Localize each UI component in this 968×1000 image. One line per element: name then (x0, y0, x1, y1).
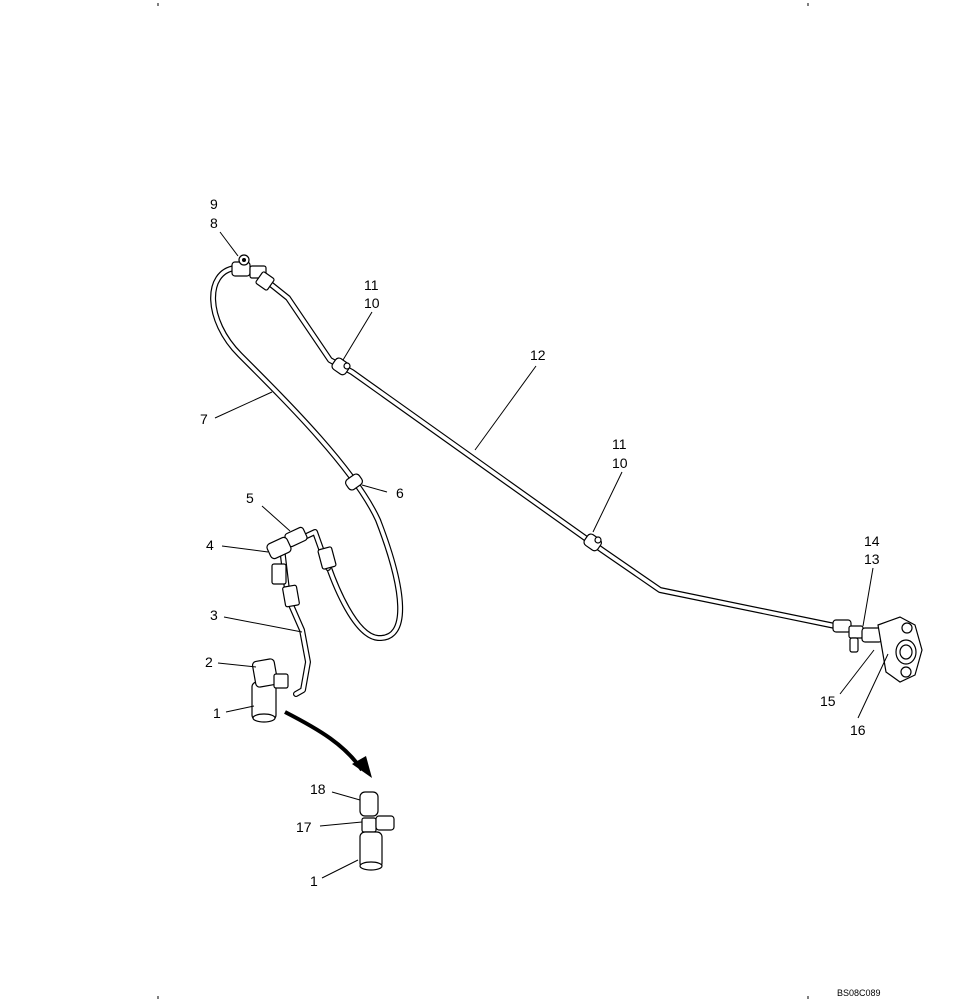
callout-3: 3 (210, 607, 218, 623)
callout-15: 15 (820, 693, 836, 709)
callout-7: 7 (200, 411, 208, 427)
callout-5: 5 (246, 490, 254, 506)
leader-lines (214, 231, 889, 879)
hose-7 (210, 265, 404, 642)
clamp-lower (583, 533, 603, 552)
detail-arrow (284, 710, 372, 778)
callout-10-upper: 10 (364, 295, 380, 311)
callout-labels: 9 8 11 10 12 7 6 11 10 5 4 3 2 1 14 13 1… (200, 196, 880, 889)
callout-11-upper: 11 (364, 277, 379, 293)
fitting-assembly-1-2 (251, 658, 289, 723)
clamp-upper (331, 357, 351, 376)
callout-4: 4 (206, 537, 214, 553)
callout-1-upper: 1 (213, 705, 221, 721)
hose-end-fittings (271, 546, 337, 608)
callout-13: 13 (864, 551, 880, 567)
callout-11-lower: 11 (612, 436, 627, 452)
callout-10-lower: 10 (612, 455, 628, 471)
callout-14: 14 (864, 533, 880, 549)
callout-1-lower: 1 (310, 873, 318, 889)
elbow-fitting-5 (266, 526, 308, 560)
callout-17: 17 (296, 819, 312, 835)
steel-tube-12 (265, 279, 838, 629)
detail-fitting-assembly (359, 791, 395, 871)
callout-8: 8 (210, 215, 218, 231)
callout-6: 6 (396, 485, 404, 501)
callout-18: 18 (310, 781, 326, 797)
callout-16: 16 (850, 722, 866, 738)
clamp-6 (344, 473, 364, 491)
callout-9: 9 (210, 196, 218, 212)
callout-2: 2 (205, 654, 213, 670)
callout-12: 12 (530, 347, 546, 363)
registration-marks (157, 3, 809, 999)
diagram-code: BS08C089 (837, 988, 881, 998)
right-fitting-assembly (832, 616, 923, 683)
top-fitting-assembly (231, 254, 275, 291)
